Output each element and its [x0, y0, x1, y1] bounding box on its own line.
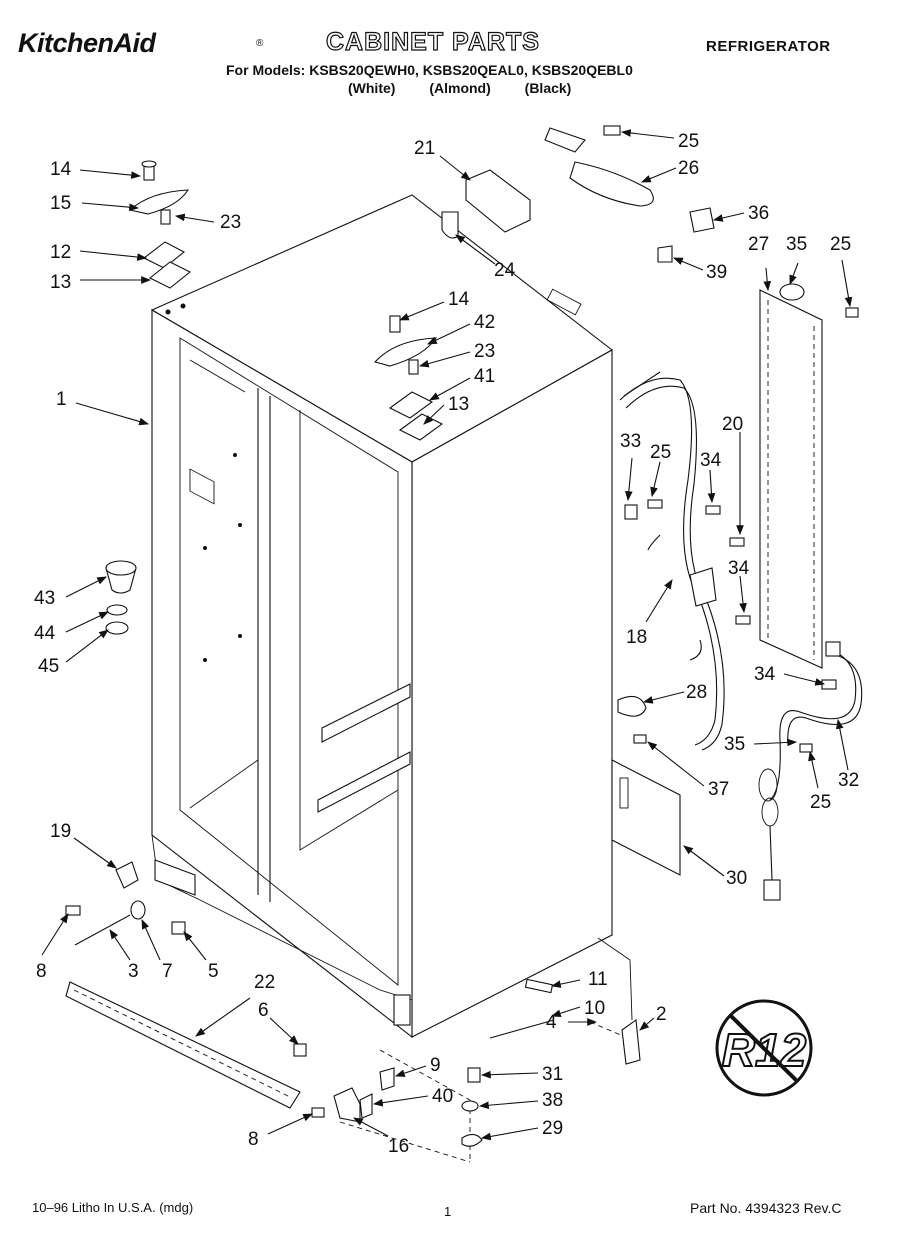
lower-front-parts	[65, 861, 483, 1163]
callout-11: 11	[588, 969, 608, 990]
callout-15: 15	[50, 193, 71, 214]
callout-39: 39	[706, 262, 727, 283]
callout-5: 5	[208, 961, 219, 982]
callout-18: 18	[626, 627, 647, 648]
leader-lines	[41, 129, 853, 1141]
callout-33: 33	[620, 431, 641, 452]
callout-25: 25	[678, 131, 699, 152]
no-r12-badge: R12	[715, 999, 813, 1097]
callout-31: 31	[542, 1064, 563, 1085]
right-side-wiring	[611, 371, 863, 901]
callout-34: 34	[754, 664, 776, 685]
callout-37: 37	[708, 779, 729, 800]
brand-registered-mark: ®	[256, 38, 264, 49]
callout-29: 29	[542, 1118, 563, 1139]
product-category: REFRIGERATOR	[706, 38, 831, 55]
callout-16: 16	[388, 1136, 409, 1157]
callout-35: 35	[724, 734, 745, 755]
callout-25: 25	[830, 234, 851, 255]
callout-13: 13	[448, 394, 469, 415]
callout-8: 8	[36, 961, 47, 982]
callout-30: 30	[726, 868, 747, 889]
callout-34: 34	[700, 450, 722, 471]
callout-3: 3	[128, 961, 139, 982]
cabinet-body	[150, 194, 633, 1039]
callout-9: 9	[430, 1055, 441, 1076]
callout-25: 25	[650, 442, 671, 463]
leveling-foot-parts	[105, 560, 137, 635]
callout-36: 36	[748, 203, 769, 224]
variant-almond: (Almond)	[429, 80, 491, 96]
callout-8: 8	[248, 1129, 259, 1150]
footer-part-number: Part No. 4394323 Rev.C	[690, 1200, 842, 1216]
callout-25: 25	[810, 792, 831, 813]
callout-6: 6	[258, 1000, 269, 1021]
callout-42: 42	[474, 312, 495, 333]
callout-12: 12	[50, 242, 71, 263]
callout-32: 32	[838, 770, 859, 791]
callout-28: 28	[686, 682, 707, 703]
model-list: For Models: KSBS20QEWH0, KSBS20QEAL0, KS…	[226, 62, 633, 78]
callout-45: 45	[38, 656, 59, 677]
callout-41: 41	[474, 366, 495, 387]
callout-2: 2	[656, 1004, 667, 1025]
footer-page-number: 1	[444, 1204, 452, 1219]
callout-10: 10	[584, 998, 605, 1019]
callout-4: 4	[546, 1012, 557, 1033]
top-right-parts	[441, 125, 859, 669]
callout-1: 1	[56, 389, 67, 410]
footer-print-info: 10–96 Litho In U.S.A. (mdg)	[32, 1200, 194, 1215]
page-title: CABINET PARTS	[325, 27, 540, 56]
callout-35: 35	[786, 234, 807, 255]
callout-20: 20	[722, 414, 743, 435]
variant-white: (White)	[348, 80, 396, 96]
callout-38: 38	[542, 1090, 563, 1111]
callout-34: 34	[728, 558, 750, 579]
callout-7: 7	[162, 961, 173, 982]
callout-27: 27	[748, 234, 769, 255]
callout-26: 26	[678, 158, 699, 179]
callout-14: 14	[448, 289, 470, 310]
callout-44: 44	[34, 623, 56, 644]
callout-labels: 14 15 23 12 13 21 24 25 26 36 27 35 25 3…	[34, 131, 859, 1157]
callout-22: 22	[254, 972, 275, 993]
callout-23: 23	[474, 341, 495, 362]
callout-21: 21	[414, 138, 435, 159]
callout-23: 23	[220, 212, 241, 233]
top-left-hinge-assembly	[128, 160, 192, 289]
callout-43: 43	[34, 588, 55, 609]
callout-14: 14	[50, 159, 72, 180]
brand-logo: KitchenAid	[18, 28, 156, 58]
color-variants: (White) (Almond) (Black)	[348, 80, 601, 96]
callout-40: 40	[432, 1086, 453, 1107]
callout-19: 19	[50, 821, 71, 842]
variant-black: (Black)	[524, 80, 572, 96]
lower-right-parts	[489, 978, 641, 1065]
callout-13: 13	[50, 272, 71, 293]
callout-24: 24	[494, 260, 516, 281]
